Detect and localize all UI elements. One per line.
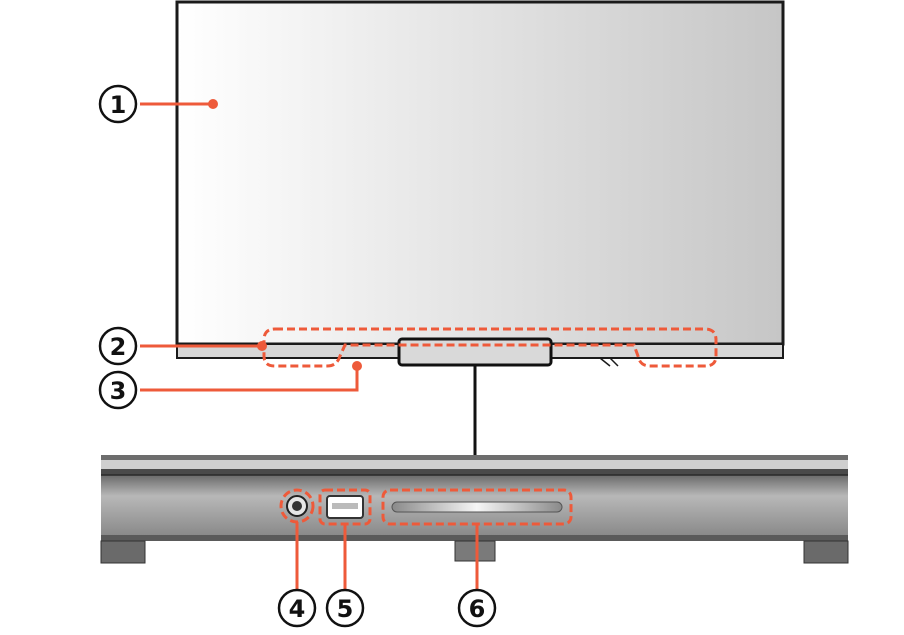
callout-leaders: [140, 102, 479, 589]
usb-port: [326, 495, 364, 519]
callout-4-number: 4: [289, 595, 306, 623]
center-panel-highlight: [397, 337, 553, 367]
callout-circles: [98, 84, 497, 628]
callout-dots: [208, 99, 362, 371]
callout-3-number: 3: [110, 377, 127, 405]
callout-6-number: 6: [469, 595, 486, 623]
headphone-jack: [286, 495, 308, 517]
tv-screen: [175, 0, 785, 346]
callout-2-number: 2: [110, 333, 127, 361]
highlight-2: [262, 327, 718, 368]
card-slot: [391, 501, 563, 513]
callout-5-number: 5: [337, 595, 354, 623]
callout-1-number: 1: [110, 91, 127, 119]
